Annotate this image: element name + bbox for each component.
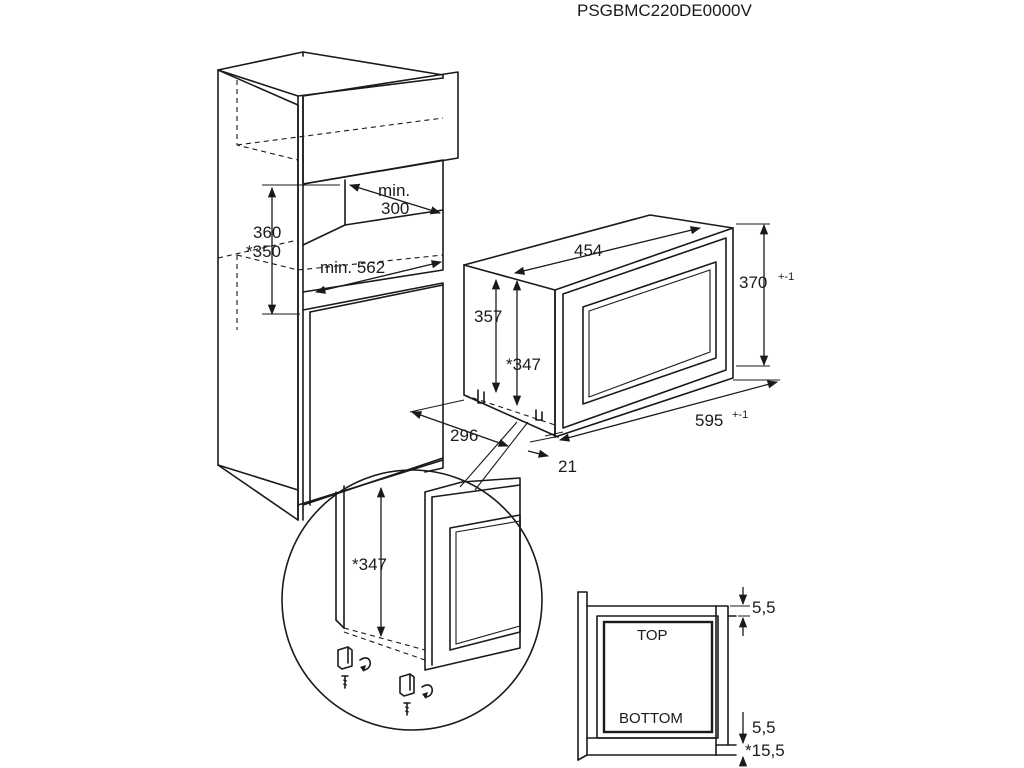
appliance-depth-label: 296 (450, 426, 478, 445)
front-view-top-gap-label: 5,5 (752, 598, 776, 617)
model-code: PSGBMC220DE0000V (577, 1, 752, 20)
appliance-front-depth-label: 21 (558, 457, 577, 476)
cabinet-min-label: min. (378, 181, 410, 200)
cabinet-height-label: 360 (253, 223, 281, 242)
tall-cabinet (217, 51, 459, 521)
appliance-front-width-tol: +-1 (732, 409, 748, 421)
cabinet-dimensions: 360 *350 min. 300 min. 562 (246, 181, 443, 316)
appliance-width-label: 454 (574, 241, 602, 260)
front-view-top-label: TOP (637, 627, 668, 644)
appliance-body-height-alt-label: *347 (506, 355, 541, 374)
front-view-bottom-gap-label: 5,5 (752, 718, 776, 737)
front-view-bottom-gap-alt-label: *15,5 (745, 741, 785, 760)
detail-magnifier: *347 (281, 421, 543, 731)
front-view-bottom-label: BOTTOM (619, 710, 683, 727)
appliance-front-height-label: 370 (739, 273, 767, 292)
cabinet-height-alt-label: *350 (246, 242, 281, 261)
cabinet-min-depth-label: 300 (381, 199, 409, 218)
foot-left (337, 646, 371, 689)
foot-right (399, 673, 433, 716)
front-view: TOP BOTTOM 5,5 5,5 *15,5 (577, 587, 785, 767)
detail-height-label: *347 (352, 555, 387, 574)
appliance-dimensions: 454 370 +-1 357 *347 296 595 +-1 21 (409, 223, 794, 476)
appliance-front-width-label: 595 (695, 411, 723, 430)
appliance-body-height-label: 357 (474, 307, 502, 326)
cabinet-min-width-label: min. 562 (320, 258, 385, 277)
appliance-front-height-tol: +-1 (778, 271, 794, 283)
